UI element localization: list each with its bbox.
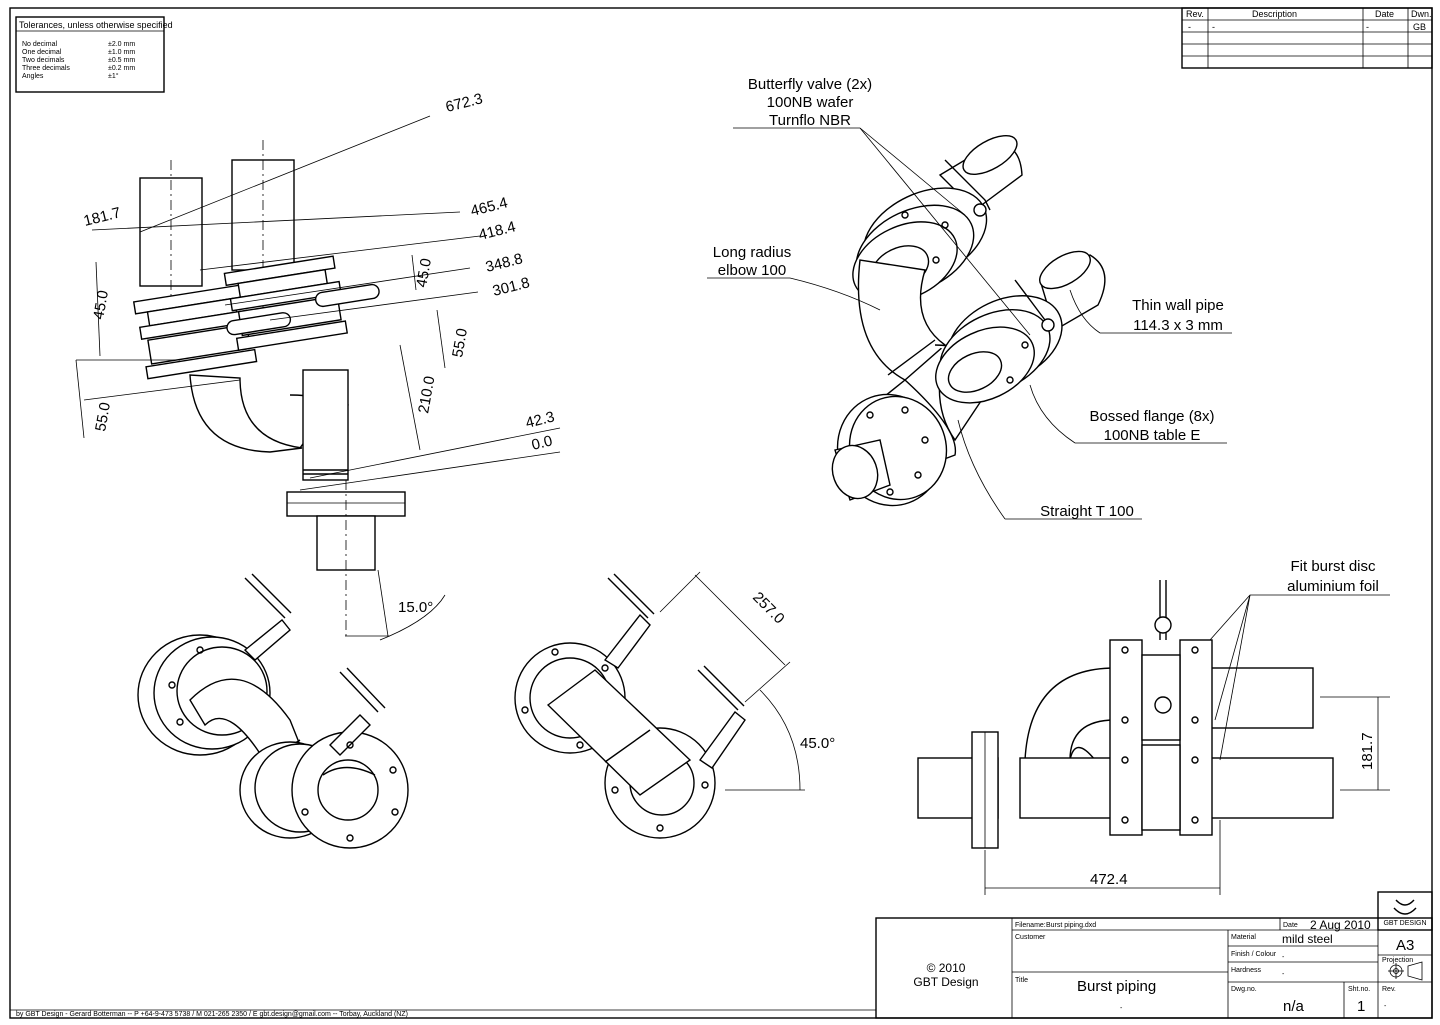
dim-465: 465.4	[469, 194, 510, 220]
rev-row-rev: -	[1188, 22, 1191, 32]
callout-bossed-2: 100NB table E	[1104, 427, 1201, 444]
tol-value-0: ±2.0 mm	[108, 41, 135, 48]
dim-348: 348.8	[484, 250, 525, 276]
rev-header-rev: Rev.	[1186, 9, 1204, 19]
tolerance-box: Tolerances, unless otherwise specified N…	[15, 16, 173, 93]
rev-value: -	[1384, 1003, 1387, 1010]
callout-tee: Straight T 100	[1040, 503, 1134, 520]
dim-472: 472.4	[1090, 871, 1128, 888]
tolerance-title: Tolerances, unless otherwise specified	[19, 20, 173, 30]
dwg-label: Dwg.no.	[1231, 986, 1257, 993]
tol-label-2: Two decimals	[22, 57, 65, 64]
dim-257: 257.0	[749, 589, 788, 628]
dim-210: 210.0	[415, 375, 438, 415]
callout-burst-1: Fit burst disc	[1290, 558, 1376, 575]
callout-pipe-2: 114.3 x 3 mm	[1133, 317, 1223, 334]
dim-45-mid: 45.0	[413, 257, 435, 289]
tol-value-1: ±1.0 mm	[108, 49, 135, 56]
tol-label-3: Three decimals	[22, 65, 70, 72]
isometric-view: Butterfly valve (2x) 100NB wafer Turnflo…	[707, 76, 1232, 520]
tol-value-3: ±0.2 mm	[108, 65, 135, 72]
tol-label-0: No decimal	[22, 41, 57, 48]
drawing-title-sub: -	[1120, 1005, 1123, 1012]
material-label: Material	[1231, 934, 1256, 941]
callout-butterfly-3: Turnflo NBR	[769, 112, 851, 129]
title-block: © 2010 GBT Design Filename: Burst piping…	[875, 891, 1433, 1019]
drawing-date: 2 Aug 2010	[1310, 918, 1371, 932]
drawing-title: Burst piping	[1077, 978, 1156, 995]
sheet-border	[9, 7, 1433, 1019]
dwg-number: n/a	[1283, 998, 1305, 1015]
rev-row-description: -	[1212, 22, 1215, 32]
company-name: GBT Design	[913, 975, 978, 989]
hardness-label: Hardness	[1231, 967, 1261, 974]
dim-55-left: 55.0	[92, 401, 114, 433]
finish-label: Finish / Colour	[1231, 951, 1277, 958]
callout-bossed-1: Bossed flange (8x)	[1089, 408, 1214, 425]
angle-45: 45.0°	[800, 735, 835, 752]
sheet-number: 1	[1357, 998, 1365, 1015]
dim-672: 672.3	[444, 90, 485, 116]
bottom-left-view	[137, 573, 409, 849]
finish: -	[1282, 954, 1285, 961]
callout-burst-2: aluminium foil	[1287, 578, 1379, 595]
callout-elbow-1: Long radius	[713, 244, 791, 261]
tol-label-4: Angles	[22, 73, 44, 80]
rev-header-date: Date	[1375, 9, 1394, 19]
customer-label: Customer	[1015, 934, 1046, 941]
rev-header-drawn: Dwn.	[1411, 9, 1432, 19]
tol-value-4: ±1°	[108, 72, 119, 80]
sheet-label: Sht.no.	[1348, 986, 1370, 993]
callout-pipe-1: Thin wall pipe	[1132, 297, 1224, 314]
dim-0: 0.0	[530, 432, 554, 454]
rev-label: Rev.	[1382, 986, 1396, 993]
dim-45-left: 45.0	[90, 289, 112, 321]
copyright: © 2010	[927, 961, 966, 975]
tol-label-1: One decimal	[22, 49, 62, 56]
bottom-middle-view: 257.0 45.0°	[514, 571, 835, 839]
footer-contact: by GBT Design - Gerard Botterman -- P +6…	[16, 1011, 408, 1018]
date-label: Date	[1283, 922, 1298, 929]
dim-42: 42.3	[524, 408, 556, 432]
filename-label: Filename:	[1015, 922, 1046, 929]
projection-label: Projection	[1382, 957, 1413, 964]
front-view: Fit burst disc aluminium foil 181.7 472.…	[917, 558, 1390, 895]
tol-value-2: ±0.5 mm	[108, 57, 135, 64]
rev-row-date: -	[1366, 22, 1369, 32]
side-view: 672.3 181.7 465.4 418.4 45.0 45.0 348.8 …	[75, 90, 561, 641]
projection-symbol-icon	[1388, 961, 1423, 981]
revision-table: Rev. Description Date Dwn. - - - GB	[1181, 7, 1433, 69]
dim-181-top: 181.7	[82, 204, 123, 230]
logo-text: GBT DESIGN	[1383, 920, 1426, 927]
material: mild steel	[1282, 932, 1333, 946]
dim-418: 418.4	[477, 218, 518, 244]
dim-301: 301.8	[491, 274, 532, 300]
callout-butterfly-1: Butterfly valve (2x)	[748, 76, 872, 93]
hardness: -	[1282, 971, 1285, 978]
sheet-size: A3	[1396, 937, 1414, 954]
filename: Burst piping.dxd	[1046, 922, 1096, 929]
callout-butterfly-2: 100NB wafer	[767, 94, 854, 111]
title-label: Title	[1015, 977, 1028, 984]
dim-55-right: 55.0	[449, 327, 471, 359]
dim-181-right: 181.7	[1359, 732, 1376, 770]
angle-15: 15.0°	[398, 599, 433, 616]
callout-elbow-2: elbow 100	[718, 262, 786, 279]
rev-row-drawn: GB	[1413, 22, 1426, 32]
rev-header-description: Description	[1252, 9, 1297, 19]
company-logo: GBT DESIGN	[1383, 899, 1427, 927]
